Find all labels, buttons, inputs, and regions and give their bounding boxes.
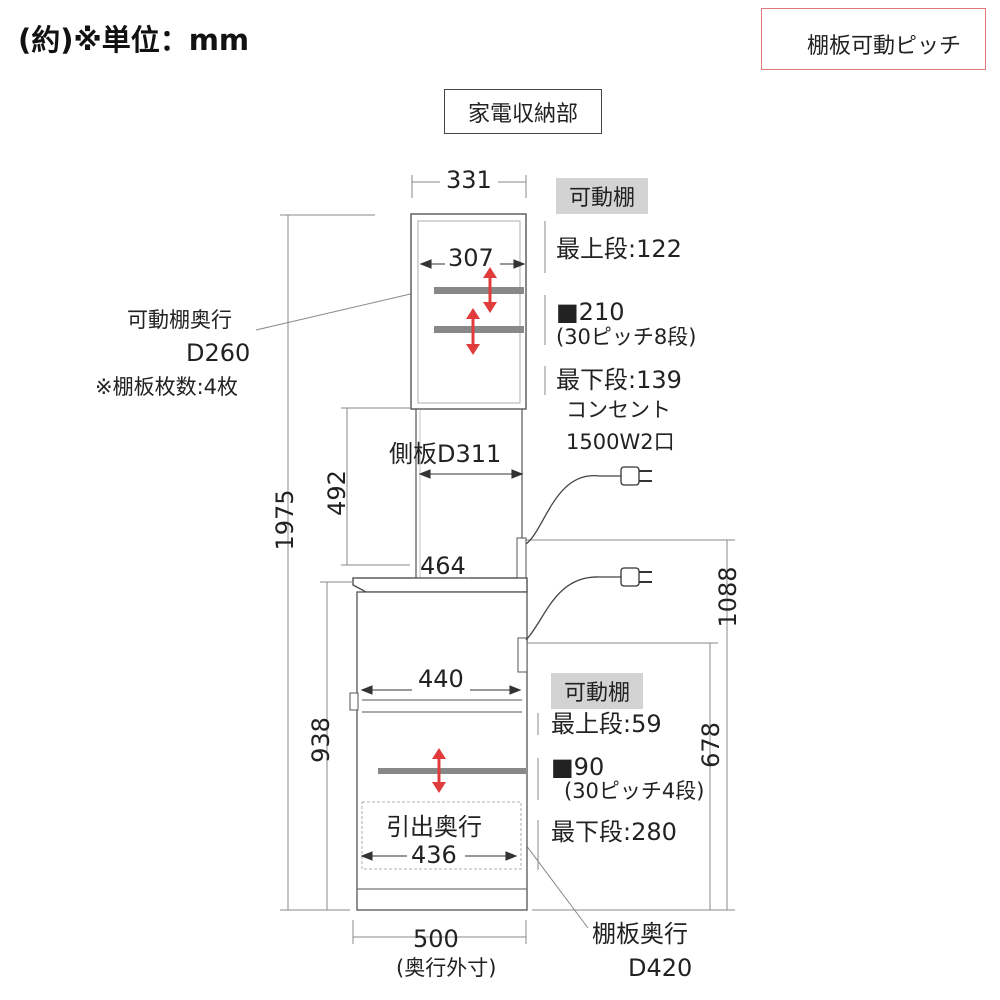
dim-base-depth: 500 xyxy=(413,925,459,953)
dim-top-inner-width: 307 xyxy=(448,244,494,272)
units-note: (約)※単位：mm xyxy=(18,23,250,57)
dim-counter-width: 464 xyxy=(420,552,466,580)
dim-drawer-width: 440 xyxy=(418,665,464,693)
upper-shelf-pitch-note: (30ピッチ8段) xyxy=(556,325,697,349)
dim-base-depth-note: (奥行外寸) xyxy=(396,956,497,980)
upper-shelf-depth-value: D260 xyxy=(186,339,251,367)
lower-shelf-pitch-note: (30ピッチ4段) xyxy=(564,779,705,803)
dim-pullout-depth: 436 xyxy=(411,841,457,869)
upper-shelf-depth-label: 可動棚奥行 xyxy=(127,308,232,332)
legend-label: 棚板可動ピッチ xyxy=(807,34,962,59)
outlet-spec: 1500W2口 xyxy=(566,430,675,454)
upper-shelf-title: 可動棚 xyxy=(556,178,648,214)
dim-side-panel: 側板D311 xyxy=(389,440,502,468)
lower-shelf-top: 最上段:59 xyxy=(551,710,662,738)
upper-shelf-bottom: 最下段:139 xyxy=(556,366,682,394)
lower-shelf-pitch: ■90 xyxy=(551,753,605,781)
dim-lower-height: 938 xyxy=(307,717,335,763)
outlet-label: コンセント xyxy=(566,398,671,422)
lower-shelf-title: 可動棚 xyxy=(551,673,643,709)
dim-counter-height: 1088 xyxy=(714,566,742,628)
legend-box: 棚板可動ピッチ xyxy=(761,8,986,70)
lower-shelf-bottom: 最下段:280 xyxy=(551,818,677,846)
dim-outlet-height: 678 xyxy=(697,722,725,768)
upper-shelf-pitch: ■210 xyxy=(556,298,625,326)
pullout-label: 引出奥行 xyxy=(386,813,482,841)
dim-upper-gap: 492 xyxy=(323,470,351,516)
upper-shelf-top: 最上段:122 xyxy=(556,235,682,263)
lower-shelf-depth-value: D420 xyxy=(628,954,693,982)
dim-top-width: 331 xyxy=(446,166,492,194)
lower-shelf-depth-label: 棚板奥行 xyxy=(592,920,688,948)
section-title: 家電収納部 xyxy=(444,89,602,134)
dim-total-height: 1975 xyxy=(271,489,299,551)
upper-shelf-count: ※棚板枚数:4枚 xyxy=(95,375,239,399)
